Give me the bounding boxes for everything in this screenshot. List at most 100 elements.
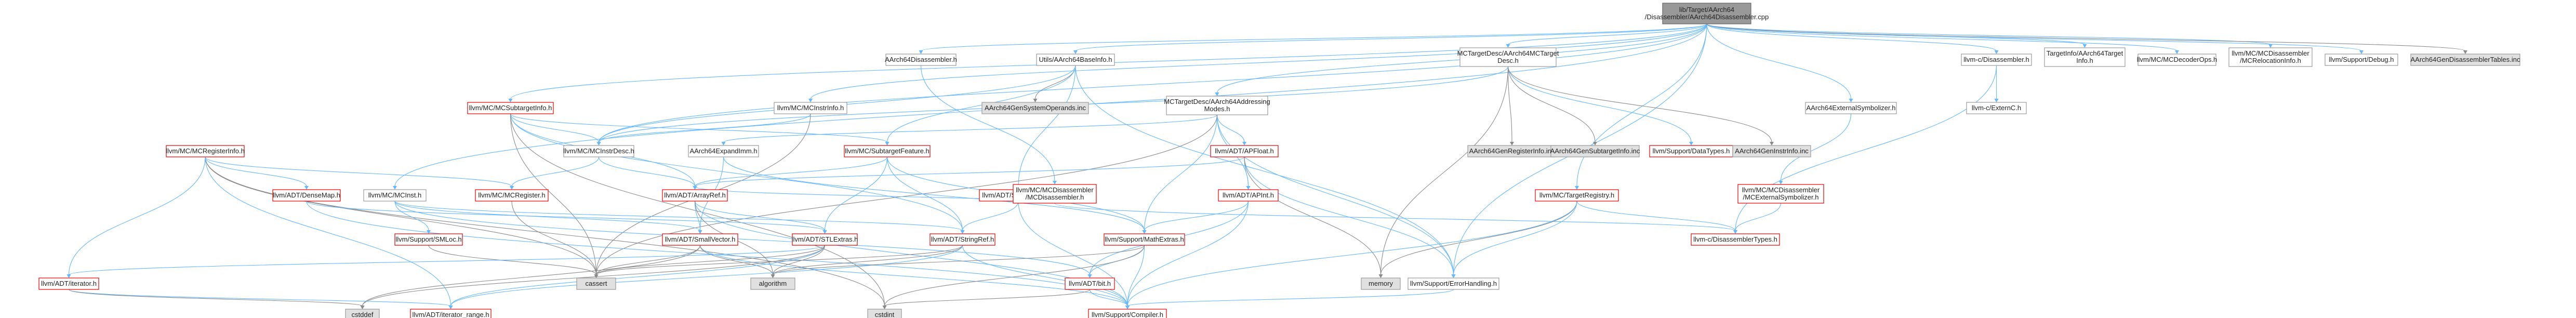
node-cdisasmtypes[interactable]: llvm-c/DisassemblerTypes.h xyxy=(1691,233,1780,246)
node-datatypes[interactable]: llvm/Support/DataTypes.h xyxy=(1649,145,1733,157)
node-box xyxy=(1459,47,1557,67)
node-stlextras[interactable]: llvm/ADT/STLExtras.h xyxy=(792,233,858,246)
arrowhead xyxy=(1778,181,1783,184)
edge-n_mathextras-to-n_bit xyxy=(1089,245,1145,275)
node-label: llvm/ADT/bit.h xyxy=(1069,280,1111,287)
node-mcextsym[interactable]: llvm/MC/MCDisassembler/MCExternalSymboli… xyxy=(1737,184,1824,204)
node-root[interactable]: lib/Target/AArch64/Disassembler/AArch64D… xyxy=(1645,3,1769,24)
node-label: AArch64GenInstrInfo.inc xyxy=(1735,147,1809,155)
node-box xyxy=(844,145,931,157)
edge-n_mcinstrdesc-to-n_mcregister xyxy=(511,156,600,187)
node-box xyxy=(563,145,634,157)
node-mcinstrdesc[interactable]: llvm/MC/MCInstrDesc.h xyxy=(563,145,634,157)
node-label: llvm-c/Disassembler.h xyxy=(1963,56,2029,63)
node-externc[interactable]: llvm-c/ExternC.h xyxy=(1966,102,2027,114)
edge-n_smloc-to-n_cassert xyxy=(428,245,597,275)
node-box xyxy=(1036,54,1115,66)
node-mcinstrinfo[interactable]: llvm/MC/MCInstrInfo.h xyxy=(774,102,847,114)
node-mcreginfo[interactable]: llvm/MC/MCRegisterInfo.h xyxy=(166,145,245,157)
node-label: AArch64ExternalSymbolizer.h xyxy=(1807,104,1896,112)
edge-n_targetregistry-to-n_compiler xyxy=(1127,201,1577,307)
node-mathextras[interactable]: llvm/Support/MathExtras.h xyxy=(1104,233,1185,246)
edge-n_stlextras-to-n_iterrange xyxy=(450,245,826,307)
node-mcinst[interactable]: llvm/MC/MCInst.h xyxy=(363,189,427,202)
node-mcsubtarget[interactable]: llvm/MC/MCSubtargetInfo.h xyxy=(467,102,554,114)
arrowhead xyxy=(721,142,726,145)
edge-n_mcreginfo-to-n_iterator xyxy=(68,156,206,275)
node-errorhandling[interactable]: llvm/Support/ErrorHandling.h xyxy=(1407,277,1499,290)
node-mcdisasm[interactable]: llvm-c/Disassembler.h xyxy=(1961,54,2032,66)
node-mcregister[interactable]: llvm/MC/MCRegister.h xyxy=(475,189,549,202)
node-compiler[interactable]: llvm/Support/Compiler.h xyxy=(1088,309,1167,318)
node-memory[interactable]: memory xyxy=(1361,277,1401,290)
node-cstddef[interactable]: cstddef xyxy=(345,309,380,318)
node-label: llvm/MC/MCRegister.h xyxy=(478,191,545,199)
arrowhead xyxy=(1215,92,1219,96)
node-label: llvm/Support/MathExtras.h xyxy=(1105,235,1184,243)
node-mcreloc[interactable]: llvm/MC/MCDisassembler/MCRelocationInfo.… xyxy=(2228,47,2313,67)
node-extsym[interactable]: AArch64ExternalSymbolizer.h xyxy=(1805,102,1897,114)
edge-n_subtargetfeature-to-n_stringref xyxy=(886,156,963,231)
node-genreginfo[interactable]: AArch64GenRegisterInfo.inc xyxy=(1467,145,1557,157)
edge-n_addressing-to-n_apfloat xyxy=(1216,114,1245,143)
node-stringref[interactable]: llvm/ADT/StringRef.h xyxy=(930,233,995,246)
node-apint[interactable]: llvm/ADT/APInt.h xyxy=(1218,189,1279,202)
edge-n_mathextras-to-n_cstdint xyxy=(884,245,1145,307)
node-targetregistry[interactable]: llvm/MC/TargetRegistry.h xyxy=(1535,189,1619,202)
node-label: llvm/MC/MCDisassembler xyxy=(1016,186,1094,194)
node-box xyxy=(38,277,99,290)
node-gensysops[interactable]: AArch64GenSystemOperands.inc xyxy=(981,102,1089,114)
node-apfloat[interactable]: llvm/ADT/APFloat.h xyxy=(1210,145,1279,157)
node-box xyxy=(1737,184,1824,204)
node-label: llvm/ADT/APFloat.h xyxy=(1215,147,1273,155)
node-subtargetfeature[interactable]: llvm/MC/SubtargetFeature.h xyxy=(844,145,931,157)
node-box xyxy=(1732,145,1811,157)
edge-n_densemap-to-n_stlextras xyxy=(306,201,826,231)
node-expandimm[interactable]: AArch64ExpandImm.h xyxy=(688,145,759,157)
arrowhead xyxy=(596,142,601,145)
node-label: AArch64GenRegisterInfo.inc xyxy=(1469,147,1555,155)
node-smallvector[interactable]: llvm/ADT/SmallVector.h xyxy=(662,233,738,246)
node-gensubinfo[interactable]: AArch64GenSubtargetInfo.inc xyxy=(1550,145,1640,157)
node-iterator[interactable]: llvm/ADT/iterator.h xyxy=(38,277,99,290)
arrowhead xyxy=(1033,99,1038,102)
node-cstdint[interactable]: cstdint xyxy=(867,309,902,318)
arrowhead xyxy=(304,186,309,190)
arrowhead xyxy=(885,142,889,145)
node-mcdecoderops[interactable]: llvm/MC/MCDecoderOps.h xyxy=(2137,54,2218,66)
edge-root-to-n_mcdecoderops xyxy=(1706,23,2177,51)
node-label: AArch64ExpandImm.h xyxy=(689,147,757,155)
edge-n_mathextras-to-n_compiler xyxy=(1127,245,1145,307)
arrowhead xyxy=(1994,99,1999,102)
edge-n_smallvector-to-n_algorithm xyxy=(699,245,774,275)
node-box xyxy=(1065,277,1115,290)
node-aarch64dis-h[interactable]: AArch64Disassembler.h xyxy=(885,54,957,66)
node-densemap[interactable]: llvm/ADT/DenseMap.h xyxy=(272,189,341,202)
node-box xyxy=(750,277,795,290)
node-smloc[interactable]: llvm/Support/SMLoc.h xyxy=(394,233,463,246)
node-gentables[interactable]: AArch64GenDisassemblerTables.inc xyxy=(2410,54,2520,66)
edge-n_mcreginfo-to-n_mcregister xyxy=(205,156,512,187)
node-label: llvm/MC/MCRegisterInfo.h xyxy=(166,147,245,155)
node-algorithm[interactable]: algorithm xyxy=(750,277,795,290)
node-utils-basic[interactable]: Utils/AArch64BaseInfo.h xyxy=(1036,54,1115,66)
node-label: Desc.h xyxy=(1497,57,1518,64)
node-bit[interactable]: llvm/ADT/bit.h xyxy=(1065,277,1115,290)
arrowhead xyxy=(510,186,514,190)
node-arrayref[interactable]: llvm/ADT/ArrayRef.h xyxy=(662,189,728,202)
node-label: llvm/ADT/DenseMap.h xyxy=(273,191,340,199)
node-box xyxy=(662,189,728,202)
node-debug[interactable]: llvm/Support/Debug.h xyxy=(2325,54,2398,66)
edge-n_apint-to-n_mathextras xyxy=(1144,201,1249,231)
node-label: /MCRelocationInfo.h xyxy=(2240,57,2301,64)
node-geninstrinfo[interactable]: AArch64GenInstrInfo.inc xyxy=(1732,145,1811,157)
node-box xyxy=(1407,277,1499,290)
edge-n_stringref-to-n_compiler xyxy=(962,245,1128,307)
node-cassert[interactable]: cassert xyxy=(576,277,616,290)
edge-root-to-n_extsym xyxy=(1706,23,1852,100)
node-iterrange[interactable]: llvm/ADT/iterator_range.h xyxy=(410,309,492,318)
node-mcdisassembler[interactable]: llvm/MC/MCDisassembler/MCDisassembler.h xyxy=(1013,184,1097,204)
